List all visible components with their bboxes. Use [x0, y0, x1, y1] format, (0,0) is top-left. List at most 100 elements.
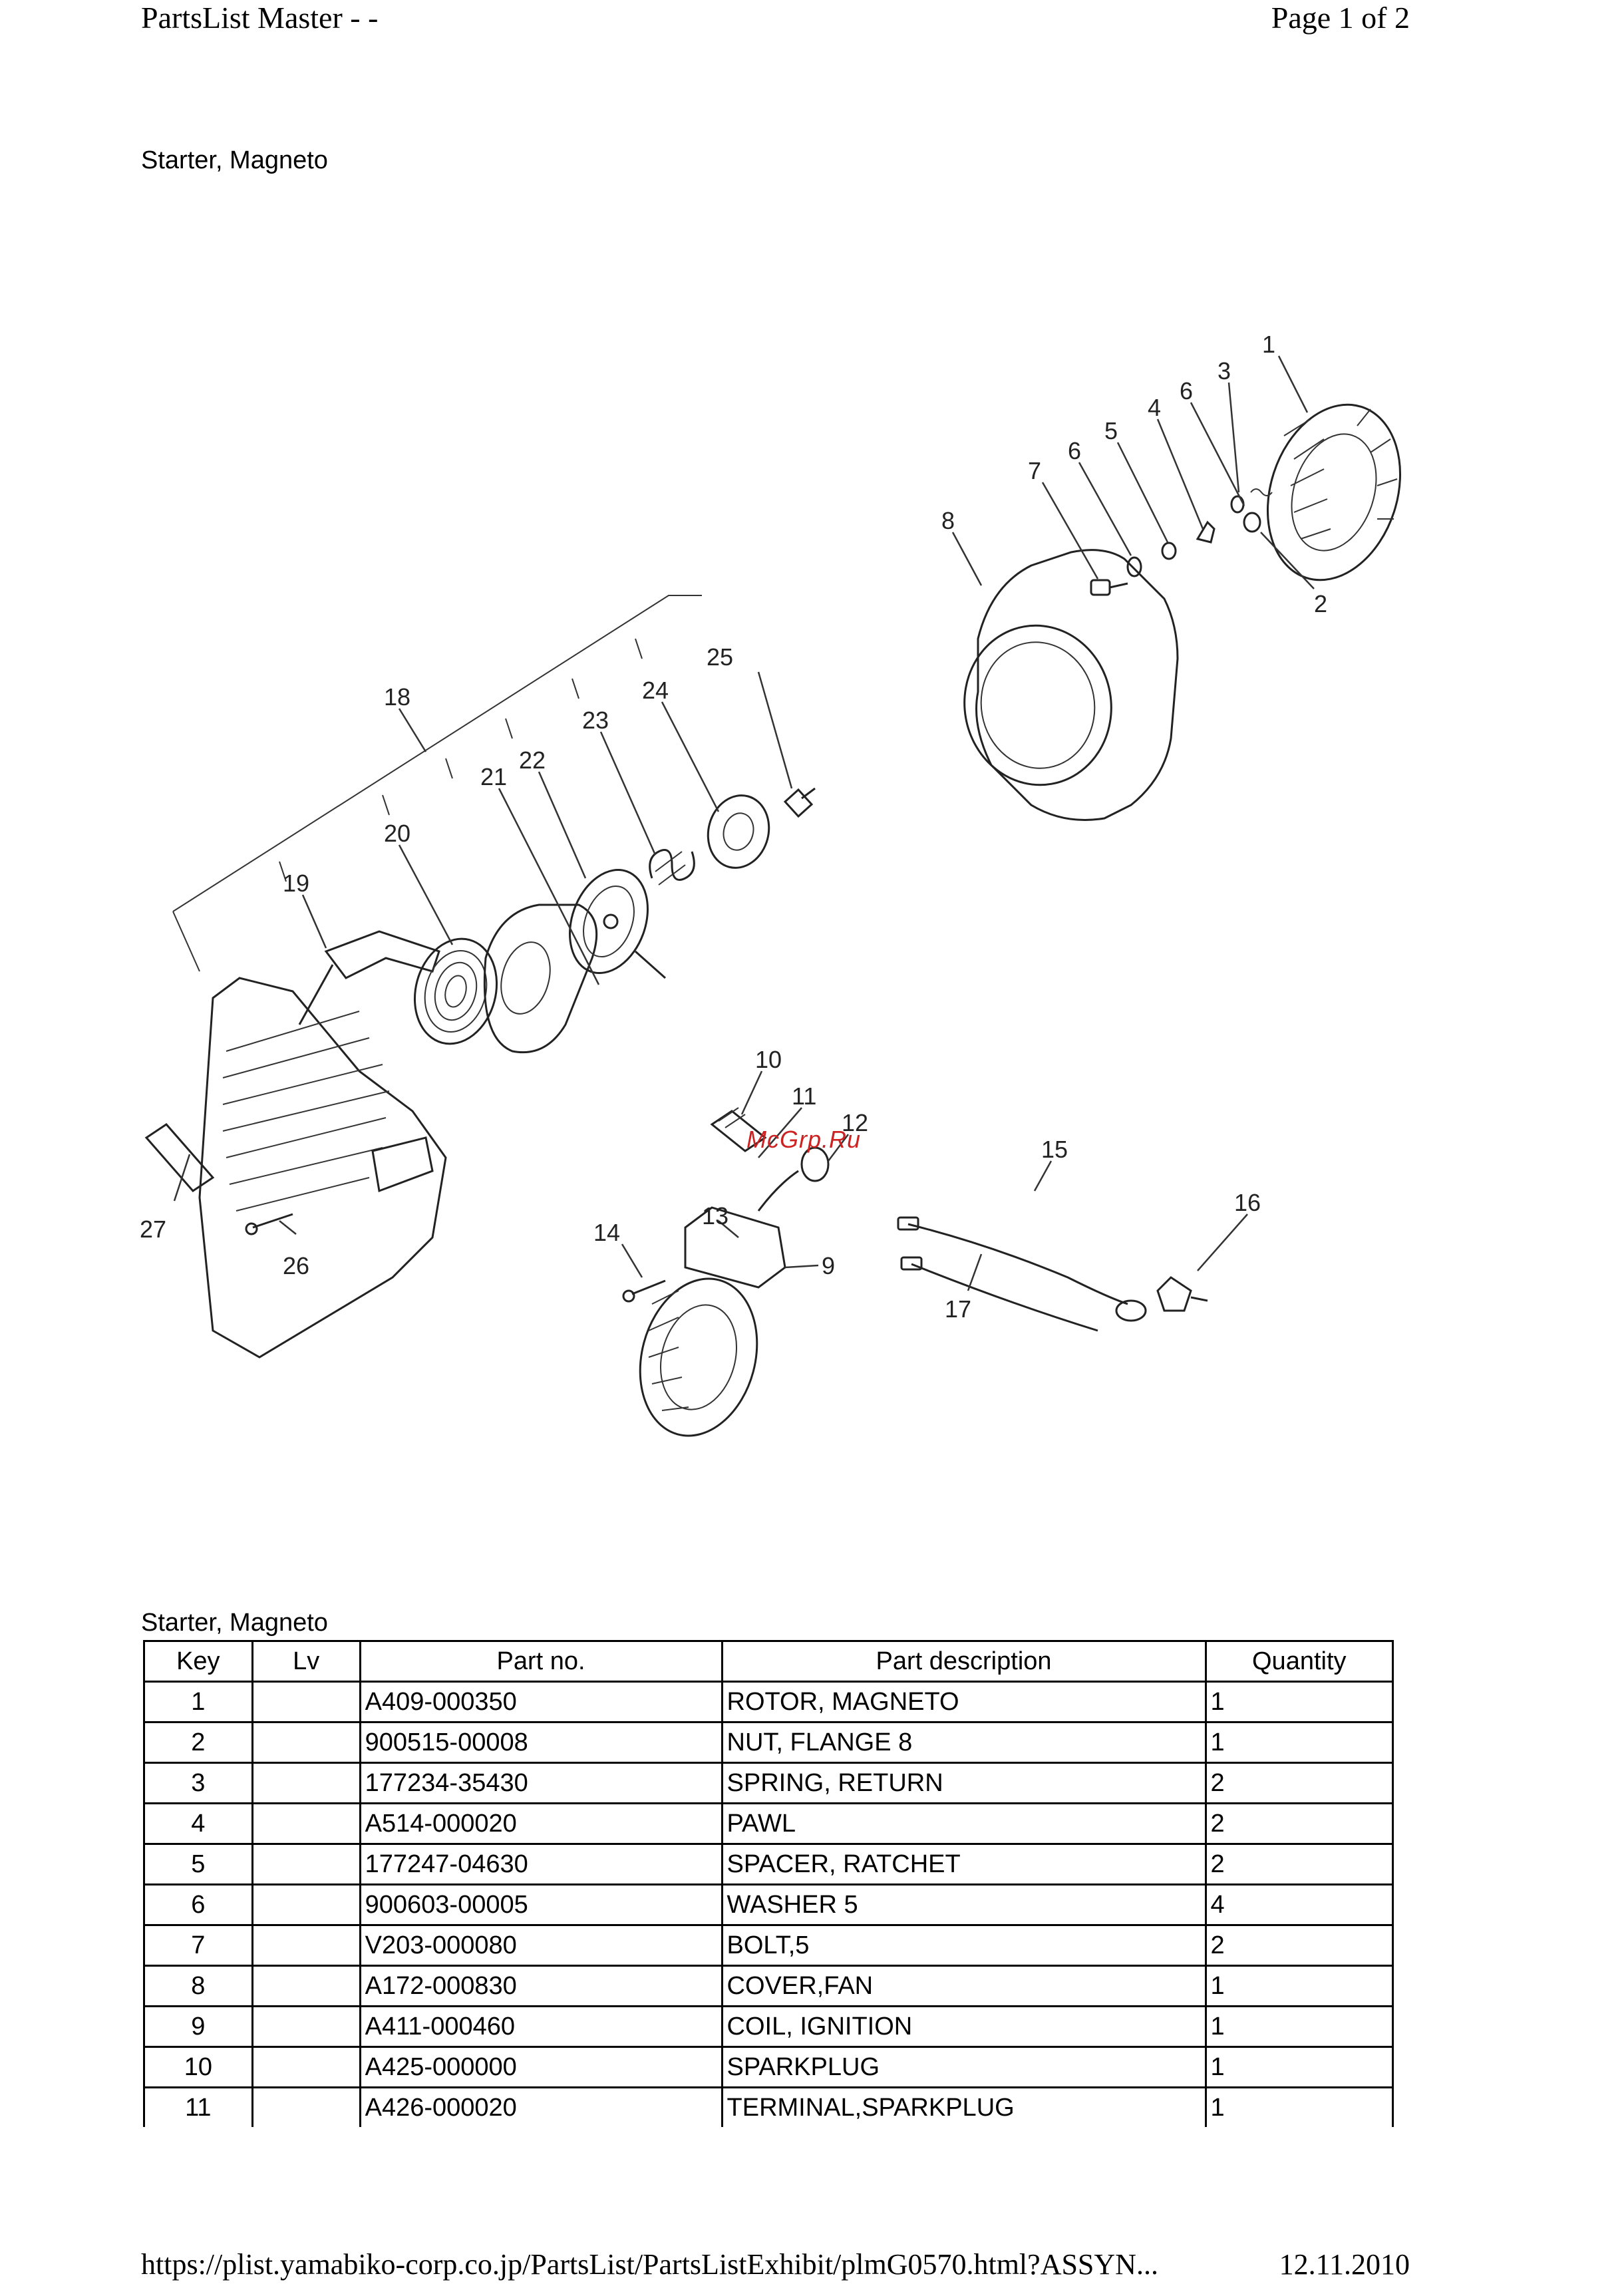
- callout-26: 26: [283, 1252, 309, 1279]
- row-part-no: 900515-00008: [359, 1721, 723, 1764]
- row-key: 2: [143, 1721, 253, 1764]
- watermark: McGrp.Ru: [746, 1126, 862, 1153]
- row-lv: [251, 2086, 361, 2127]
- callout-18: 18: [384, 683, 410, 711]
- callout-12: 12: [842, 1109, 868, 1136]
- row-part-no: 177247-04630: [359, 1843, 723, 1885]
- callout-6b: 6: [1068, 437, 1081, 464]
- row-description: SPACER, RATCHET: [721, 1843, 1207, 1885]
- rotor-magneto-drawing: [1266, 403, 1402, 581]
- row-part-no: A411-000460: [359, 2005, 723, 2048]
- row-quantity: 2: [1204, 1762, 1394, 1804]
- callout-15: 15: [1041, 1136, 1068, 1163]
- row-quantity: 2: [1204, 1843, 1394, 1885]
- wire-drawing: [897, 1216, 1147, 1332]
- callout-2: 2: [1314, 590, 1327, 617]
- source-url[interactable]: https://plist.yamabiko-corp.co.jp/PartsL…: [141, 2248, 1158, 2281]
- row-quantity: 2: [1204, 1924, 1394, 1967]
- callout-20: 20: [384, 820, 410, 847]
- starter-screw-drawing: [783, 787, 816, 818]
- row-part-no: 900603-00005: [359, 1883, 723, 1926]
- row-quantity: 1: [1204, 1965, 1394, 2007]
- row-lv: [251, 1965, 361, 2007]
- page-indicator: Page 1 of 2: [1271, 1, 1410, 35]
- row-key: 3: [143, 1762, 253, 1804]
- callout-numbers: 1 2 3 4 5 6 6 7 8 8 9 10 11 12 13 14 15 …: [140, 331, 1327, 1323]
- sparkplug-drawing: [710, 1107, 767, 1152]
- callout-10: 10: [755, 1046, 782, 1073]
- row-key: 4: [143, 1802, 253, 1845]
- callout-21: 21: [480, 763, 507, 790]
- col-lv-header: Lv: [251, 1640, 361, 1683]
- callout-5: 5: [1104, 417, 1118, 444]
- row-description: COVER,FAN: [721, 1965, 1207, 2007]
- row-lv: [251, 1721, 361, 1764]
- starter-case-drawing: [198, 977, 447, 1359]
- callout-23: 23: [582, 707, 609, 734]
- row-part-no: 177234-35430: [359, 1762, 723, 1804]
- col-key-header: Key: [143, 1640, 253, 1683]
- row-lv: [251, 1681, 361, 1723]
- exploded-parts-diagram: 1 2 3 4 5 6 6 7 8 8 9 10 11 12 13 14 15 …: [140, 331, 1402, 1437]
- row-quantity: 1: [1204, 2086, 1394, 2127]
- callout-24: 24: [642, 677, 669, 704]
- callout-19: 19: [283, 870, 309, 897]
- col-description-header: Part description: [721, 1640, 1207, 1683]
- label-plate-drawing: [144, 1123, 215, 1192]
- row-key: 1: [143, 1681, 253, 1723]
- callout-3: 3: [1218, 357, 1231, 385]
- row-quantity: 2: [1204, 1802, 1394, 1845]
- leader-lines: [173, 355, 1315, 1291]
- callout-4: 4: [1148, 394, 1161, 421]
- print-date: 12.11.2010: [1279, 2248, 1410, 2281]
- row-lv: [251, 1924, 361, 1967]
- row-lv: [251, 1843, 361, 1885]
- row-quantity: 4: [1204, 1883, 1394, 1926]
- stop-switch-drawing: [1156, 1276, 1208, 1312]
- pulley-drawing: [569, 869, 666, 979]
- callout-27: 27: [140, 1216, 166, 1243]
- row-part-no: V203-000080: [359, 1924, 723, 1967]
- row-description: TERMINAL,SPARKPLUG: [721, 2086, 1207, 2127]
- row-description: COIL, IGNITION: [721, 2005, 1207, 2048]
- row-lv: [251, 1883, 361, 1926]
- row-key: 9: [143, 2005, 253, 2048]
- callout-17: 17: [945, 1295, 971, 1323]
- col-part-no-header: Part no.: [359, 1640, 723, 1683]
- callout-16: 16: [1234, 1189, 1261, 1216]
- recoil-spring-drawing: [413, 937, 498, 1045]
- row-quantity: 1: [1204, 1721, 1394, 1764]
- row-key: 6: [143, 1883, 253, 1926]
- row-part-no: A409-000350: [359, 1681, 723, 1723]
- row-lv: [251, 1762, 361, 1804]
- row-description: BOLT,5: [721, 1924, 1207, 1967]
- row-lv: [251, 1802, 361, 1845]
- row-description: SPARKPLUG: [721, 2046, 1207, 2088]
- row-part-no: A172-000830: [359, 1965, 723, 2007]
- row-key: 11: [143, 2086, 253, 2127]
- table-title: Starter, Magneto: [141, 1609, 328, 1637]
- callout-22: 22: [519, 746, 546, 774]
- table-header-row: Key Lv Part no. Part description Quantit…: [143, 1640, 1394, 1683]
- callout-25: 25: [707, 643, 733, 671]
- row-quantity: 1: [1204, 2046, 1394, 2088]
- row-description: SPRING, RETURN: [721, 1762, 1207, 1804]
- starter-spring-drawing: [649, 849, 695, 886]
- callout-9: 9: [822, 1252, 835, 1279]
- spring-case-drawing: [483, 903, 598, 1054]
- callout-1: 1: [1262, 331, 1275, 358]
- row-part-no: A425-000000: [359, 2046, 723, 2088]
- ratchet-drawing: [707, 794, 770, 869]
- diagram-section-title: Starter, Magneto: [141, 146, 328, 174]
- row-lv: [251, 2046, 361, 2088]
- small-hardware-drawing: [1090, 488, 1273, 596]
- callout-13: 13: [702, 1202, 729, 1229]
